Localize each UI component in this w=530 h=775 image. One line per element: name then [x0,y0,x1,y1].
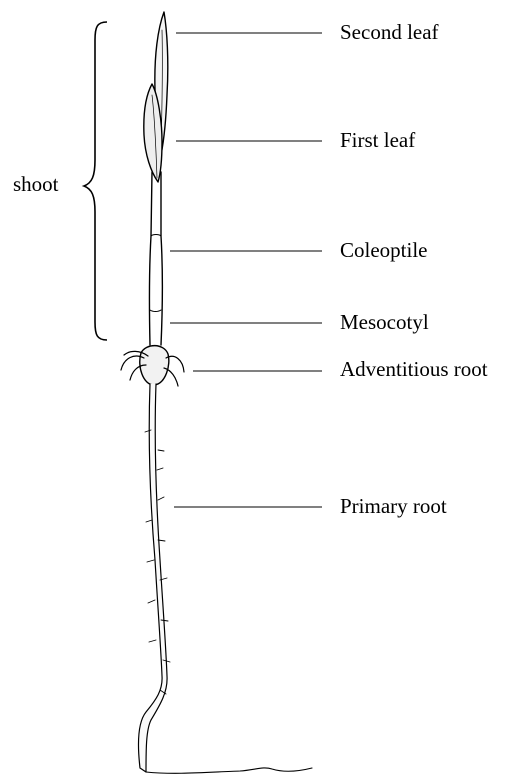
seedling-plant [121,12,312,773]
label-first-leaf: First leaf [340,130,415,151]
root-tip [146,768,312,773]
coleoptile-shape [149,172,162,345]
label-primary-root: Primary root [340,496,447,517]
label-second-leaf: Second leaf [340,22,439,43]
leader-lines [170,33,322,507]
label-coleoptile: Coleoptile [340,240,428,261]
shoot-bracket [84,22,107,340]
label-adventitious-root: Adventitious root [340,359,488,380]
primary-root-shape [138,384,167,772]
label-mesocotyl: Mesocotyl [340,312,429,333]
label-shoot: shoot [13,174,59,195]
